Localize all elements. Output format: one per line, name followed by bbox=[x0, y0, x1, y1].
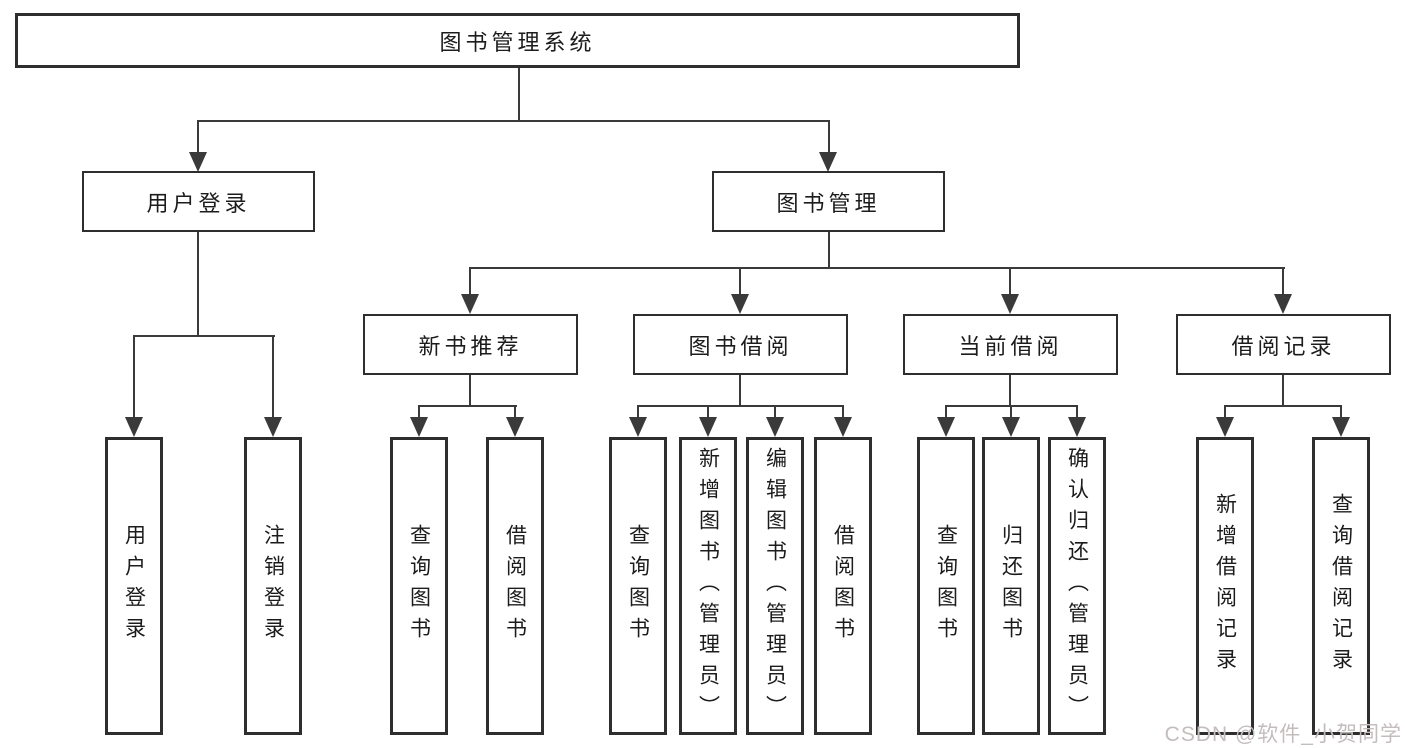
connector-line bbox=[774, 405, 776, 421]
arrow-down-icon bbox=[766, 417, 784, 437]
arrow-down-icon bbox=[1002, 417, 1020, 437]
arrow-down-icon bbox=[410, 417, 428, 437]
connector-line bbox=[842, 405, 844, 421]
connector-line bbox=[1340, 405, 1342, 421]
leaf-borrow-books-recommend: 借阅图书 bbox=[486, 437, 544, 735]
connector-line bbox=[1224, 405, 1226, 421]
arrow-down-icon bbox=[699, 417, 717, 437]
node-user-login: 用户登录 bbox=[82, 171, 315, 232]
connector-line bbox=[1010, 405, 1012, 421]
arrow-down-icon bbox=[834, 417, 852, 437]
connector-line bbox=[828, 232, 830, 269]
leaf-query-borrow-record: 查询借阅记录 bbox=[1312, 437, 1370, 735]
leaf-logout: 注销登录 bbox=[244, 437, 302, 735]
connector-line bbox=[1224, 405, 1342, 407]
arrow-down-icon bbox=[731, 294, 749, 314]
connector-line bbox=[1009, 267, 1011, 296]
connector-line bbox=[197, 232, 199, 335]
connector-line bbox=[469, 374, 471, 407]
connector-line bbox=[1076, 405, 1078, 421]
arrow-down-icon bbox=[1001, 294, 1019, 314]
connector-line bbox=[469, 267, 471, 296]
connector-line bbox=[1282, 374, 1284, 407]
leaf-query-books-recommend: 查询图书 bbox=[390, 437, 448, 735]
connector-line bbox=[1009, 374, 1011, 407]
leaf-confirm-return-admin: 确认归还（管理员） bbox=[1048, 437, 1106, 735]
arrow-down-icon bbox=[629, 417, 647, 437]
arrow-down-icon bbox=[1216, 417, 1234, 437]
connector-line bbox=[637, 405, 639, 421]
leaf-user-login: 用户登录 bbox=[105, 437, 163, 735]
leaf-add-borrow-record: 新增借阅记录 bbox=[1196, 437, 1254, 735]
arrow-down-icon bbox=[461, 294, 479, 314]
leaf-borrow-books: 借阅图书 bbox=[814, 437, 872, 735]
connector-line bbox=[828, 120, 830, 154]
arrow-down-icon bbox=[189, 152, 207, 172]
connector-line bbox=[272, 335, 274, 421]
arrow-down-icon bbox=[1274, 294, 1292, 314]
connector-line bbox=[637, 405, 844, 407]
arrow-down-icon bbox=[937, 417, 955, 437]
watermark: CSDN @软件_小贺同学 bbox=[1164, 723, 1402, 746]
node-book-borrow: 图书借阅 bbox=[633, 314, 848, 375]
leaf-query-books-borrow: 查询图书 bbox=[609, 437, 667, 735]
node-borrow-records: 借阅记录 bbox=[1176, 314, 1391, 375]
connector-line bbox=[739, 374, 741, 407]
connector-line bbox=[707, 405, 709, 421]
node-book-management: 图书管理 bbox=[712, 171, 945, 232]
leaf-query-books-current: 查询图书 bbox=[917, 437, 975, 735]
connector-line bbox=[133, 335, 135, 421]
connector-line bbox=[197, 120, 199, 154]
arrow-down-icon bbox=[264, 417, 282, 437]
connector-line bbox=[418, 405, 517, 407]
node-new-book-recommend: 新书推荐 bbox=[363, 314, 578, 375]
connector-line bbox=[197, 120, 830, 122]
connector-line bbox=[418, 405, 420, 421]
arrow-down-icon bbox=[819, 152, 837, 172]
arrow-down-icon bbox=[1332, 417, 1350, 437]
arrow-down-icon bbox=[506, 417, 524, 437]
node-root: 图书管理系统 bbox=[15, 13, 1020, 68]
connector-line bbox=[514, 405, 516, 421]
connector-line bbox=[518, 68, 520, 120]
arrow-down-icon bbox=[125, 417, 143, 437]
leaf-return-books: 归还图书 bbox=[982, 437, 1040, 735]
connector-line bbox=[469, 267, 1285, 269]
connector-line bbox=[945, 405, 947, 421]
node-current-borrow: 当前借阅 bbox=[903, 314, 1118, 375]
connector-line bbox=[1282, 267, 1284, 296]
arrow-down-icon bbox=[1068, 417, 1086, 437]
connector-line bbox=[739, 267, 741, 296]
leaf-add-books-admin: 新增图书（管理员） bbox=[679, 437, 737, 735]
connector-line bbox=[133, 335, 275, 337]
leaf-edit-books-admin: 编辑图书（管理员） bbox=[746, 437, 804, 735]
